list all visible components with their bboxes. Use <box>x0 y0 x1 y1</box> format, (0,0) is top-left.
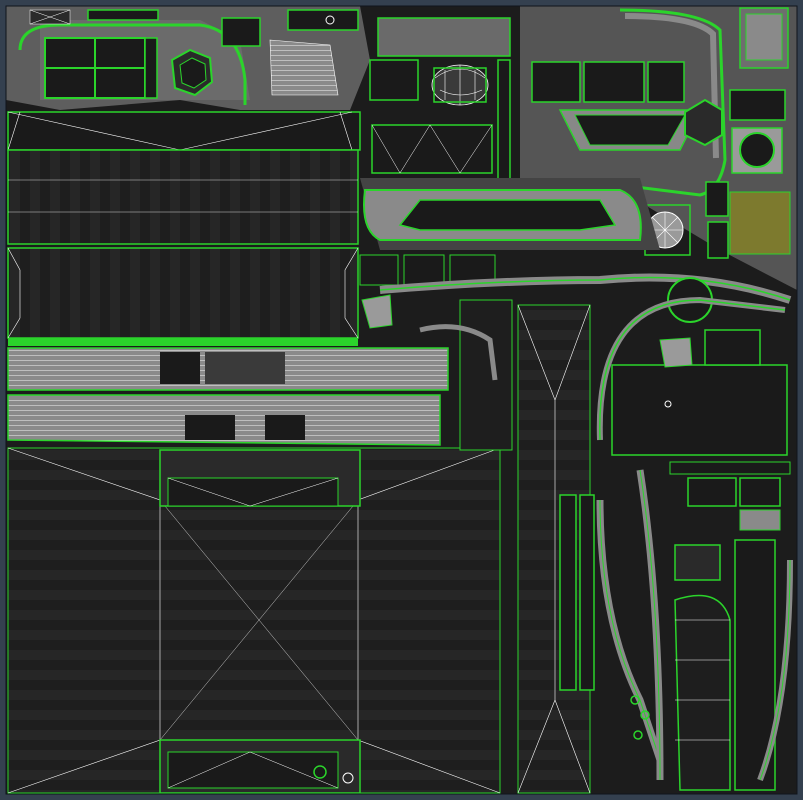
right-strip-group <box>559 296 793 791</box>
top-right-island-group <box>520 6 797 290</box>
uv-canvas-border <box>5 5 798 795</box>
floor-panel-group <box>7 447 501 794</box>
middle-bar-group <box>360 124 792 456</box>
top-left-island-group <box>6 6 636 181</box>
center-pillar-group <box>419 299 591 794</box>
left-roof-panel-group <box>7 111 496 446</box>
